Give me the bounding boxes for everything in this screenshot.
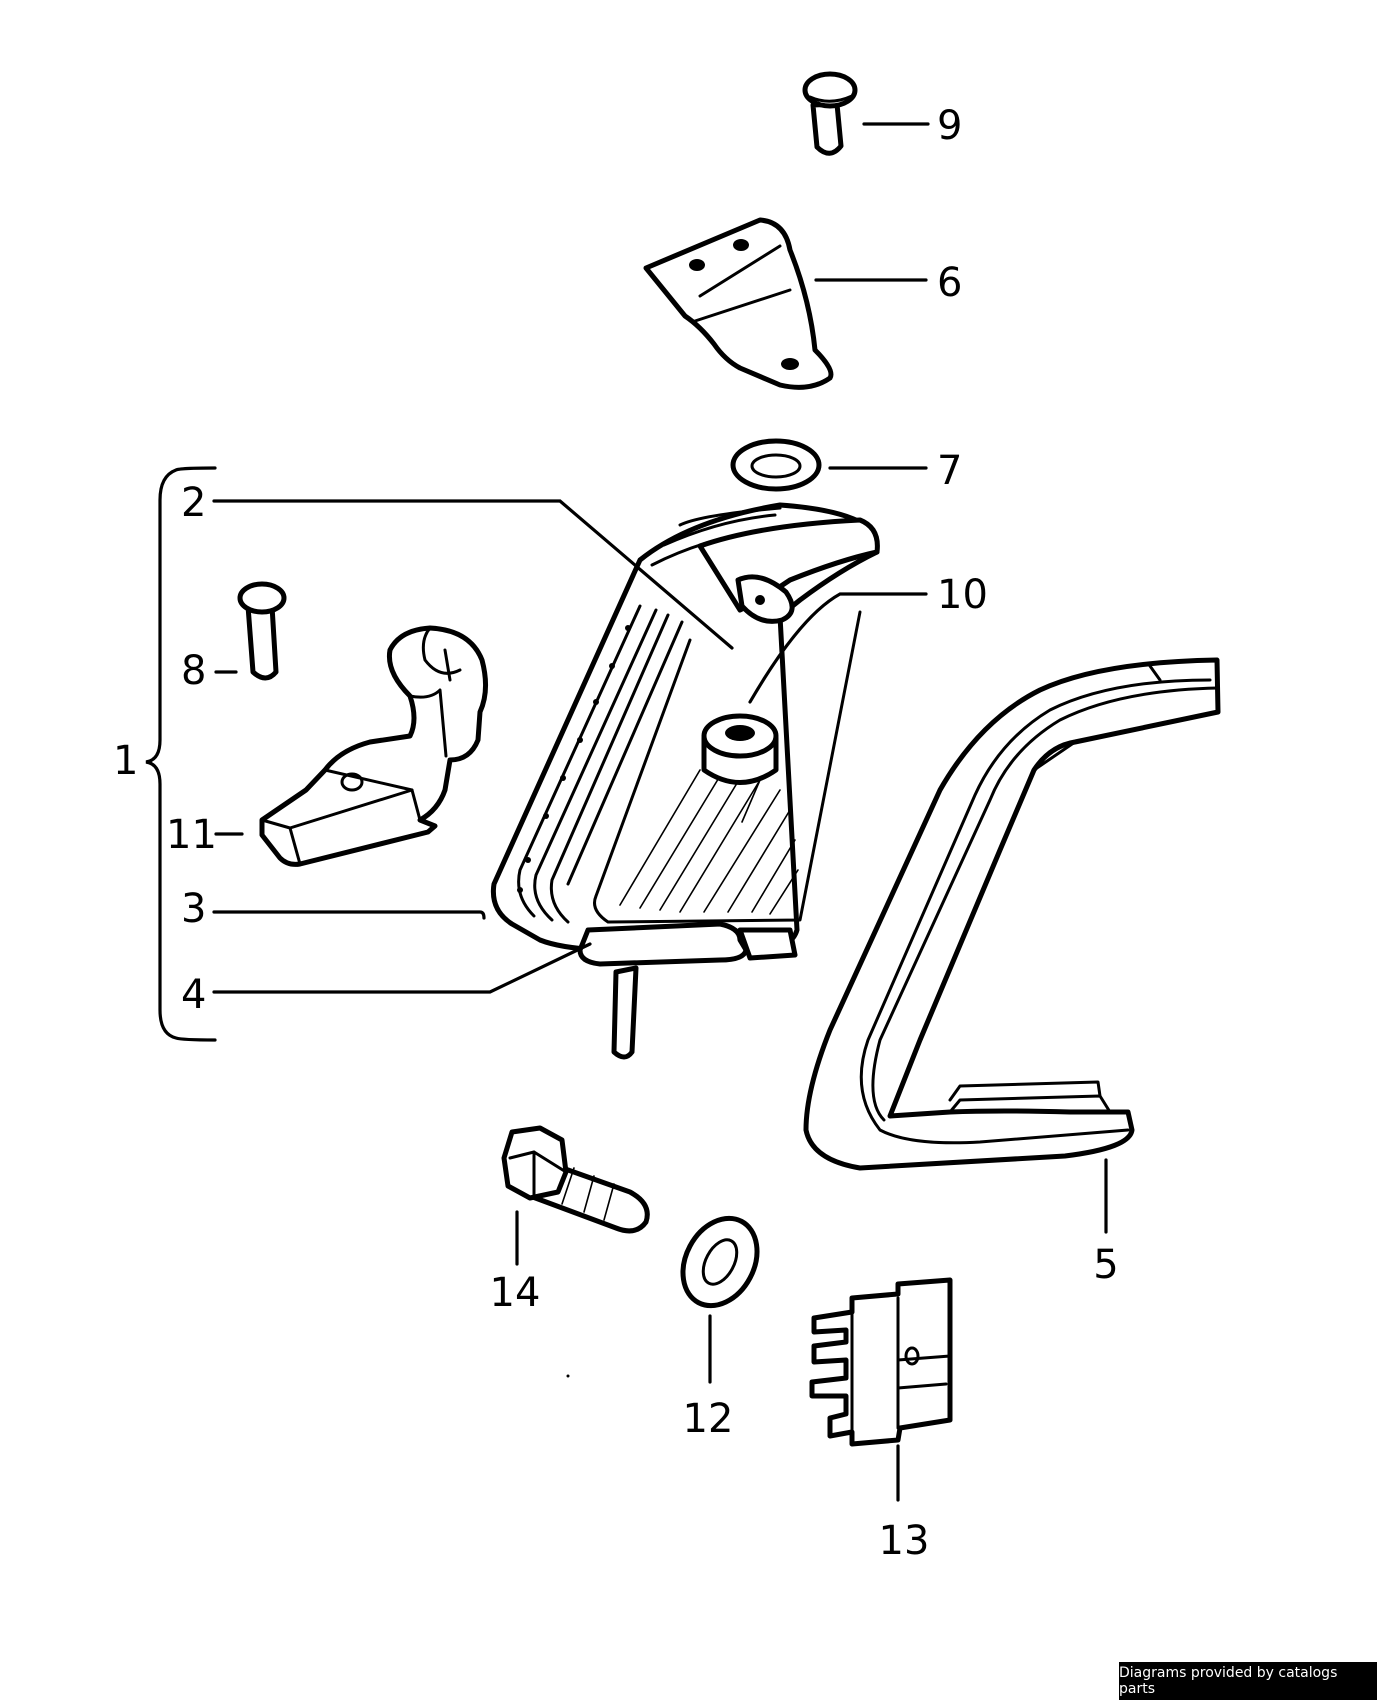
callout-8: 8 <box>181 648 206 694</box>
callout-6: 6 <box>937 260 962 306</box>
vent-window-assembly[interactable] <box>490 502 880 1060</box>
part-8-pin[interactable] <box>237 581 287 681</box>
callout-labels: 9 6 7 2 10 8 1 11 3 4 5 14 12 13 <box>113 103 1119 1564</box>
part-14-hex-bolt[interactable] <box>501 1125 650 1234</box>
footer-credit-text: Diagrams provided by catalogs parts <box>1119 1665 1338 1697</box>
seal-stud-dots <box>517 625 631 893</box>
part-9-pin[interactable] <box>802 71 858 156</box>
part-6-bracket[interactable] <box>643 217 834 390</box>
callout-5: 5 <box>1093 1242 1118 1288</box>
callout-10: 10 <box>937 572 988 618</box>
glass-hatching <box>619 769 799 915</box>
callout-1: 1 <box>113 738 138 784</box>
part-5-weatherstrip[interactable] <box>803 657 1221 1171</box>
callout-11: 11 <box>166 812 217 858</box>
part-11-latch-handle[interactable] <box>259 625 488 867</box>
callout-13: 13 <box>879 1518 930 1564</box>
callout-12: 12 <box>683 1396 734 1442</box>
callout-2: 2 <box>181 480 206 526</box>
callout-3: 3 <box>181 886 206 932</box>
assembly-bracket <box>145 466 217 1042</box>
footer-credit: Diagrams provided by catalogs parts <box>1119 1662 1377 1700</box>
part-12-washer[interactable] <box>668 1205 771 1318</box>
part-13-clip[interactable] <box>809 1277 953 1447</box>
callout-4: 4 <box>181 972 206 1018</box>
leader-lines <box>212 122 1108 1502</box>
callout-9: 9 <box>937 103 962 149</box>
callout-14: 14 <box>490 1270 541 1316</box>
part-10-grommet[interactable] <box>701 713 779 785</box>
callout-7: 7 <box>937 448 962 494</box>
dust-speck <box>566 1374 570 1378</box>
part-7-washer[interactable] <box>730 438 822 492</box>
